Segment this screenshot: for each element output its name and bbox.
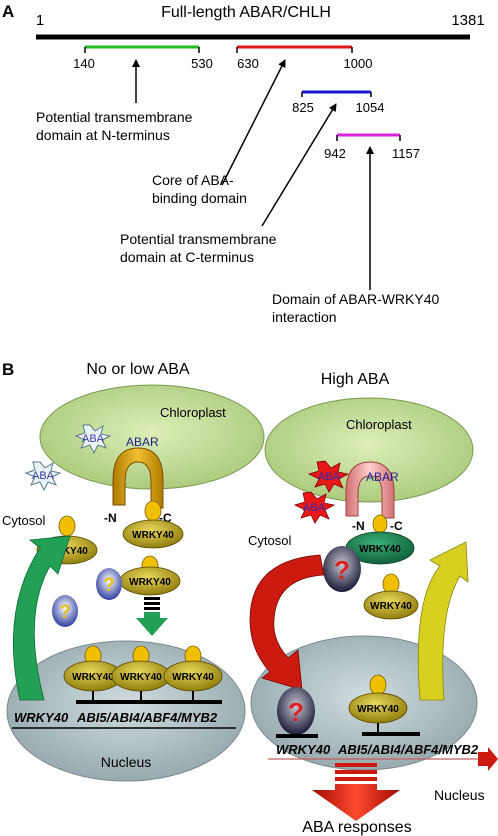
genes-abi-left: ABI5/ABI4/ABF4/MYB2: [76, 710, 218, 725]
domain-aba-core-to: 1000: [344, 56, 373, 71]
high-aba-title: High ABA: [321, 371, 390, 388]
protein-title: Full-length ABAR/CHLH: [161, 4, 331, 21]
export-arrow-left: [12, 535, 71, 701]
aba-label-right-2: ABA: [303, 502, 326, 514]
aba-label-right-1: ABA: [318, 471, 341, 483]
wrky40-cytosol-2: WRKY40: [122, 500, 184, 549]
svg-text:WRKY40: WRKY40: [370, 601, 412, 612]
unknown-factor-left-1: ?: [96, 568, 122, 600]
cytosol-right-label: Cytosol: [248, 533, 291, 548]
annotation-wrky-interaction: Domain of ABAR-WRKY40 interaction: [272, 291, 443, 325]
domain-wrky-interaction: 942 1157: [324, 133, 420, 161]
domain-tm-c: 825 1054: [292, 90, 385, 115]
svg-text:WRKY40: WRKY40: [46, 546, 88, 557]
abar-label-left: ABAR: [126, 435, 159, 449]
aba-star-left-2: [24, 461, 62, 492]
wrky40-cytosol-right: WRKY40: [363, 573, 419, 620]
arrow-tm-c: [261, 103, 337, 227]
wrky40-bound-abar: WRKY40: [345, 514, 415, 565]
abar-c-right: -C: [390, 519, 403, 533]
aba-star-right-2: [293, 491, 336, 524]
genes-abi-right: ABI5/ABI4/ABF4/MYB2: [337, 742, 479, 757]
domain-wrky-from: 942: [324, 146, 346, 161]
chloroplast-right-label: Chloroplast: [346, 417, 412, 432]
svg-text:WRKY40: WRKY40: [172, 672, 214, 683]
nucleus-right-label: Nucleus: [434, 787, 485, 803]
aba-label-left-1: ABA: [82, 433, 105, 445]
svg-text:WRKY40: WRKY40: [120, 672, 162, 683]
svg-text:WRKY40: WRKY40: [72, 672, 114, 683]
cytosol-left-label: Cytosol: [2, 513, 45, 528]
domain-tm-n-to: 530: [191, 56, 213, 71]
annotation-tm-n: Potential transmembrane domain at N-term…: [36, 109, 196, 143]
annotation-tm-c: Potential transmembrane domain at C-term…: [120, 231, 280, 265]
expression-arrow-right: [478, 747, 498, 771]
domain-tm-c-to: 1054: [356, 100, 385, 115]
gene-wrky40-left: WRKY40: [14, 710, 69, 725]
unknown-factor-right-2: ?: [276, 687, 318, 738]
unknown-factor-left-2: ?: [52, 595, 78, 627]
import-arrow-left: [136, 597, 168, 636]
domain-aba-core: 630 1000: [236, 45, 373, 71]
aba-star-right-1: [307, 460, 350, 493]
svg-text:WRKY40: WRKY40: [357, 704, 399, 715]
domain-wrky-to: 1157: [392, 146, 420, 161]
svg-text:WRKY40: WRKY40: [132, 530, 174, 541]
wrky40-nuclear-2: WRKY40: [111, 645, 171, 701]
svg-text:?: ?: [334, 555, 350, 585]
domain-aba-core-from: 630: [237, 56, 259, 71]
abar-label-right: ABAR: [366, 470, 399, 484]
domain-tm-n-from: 140: [73, 56, 95, 71]
wrky40-cytosol-3: WRKY40: [119, 555, 181, 596]
unknown-factor-right-1: ?: [323, 546, 361, 592]
aba-responses-label: ABA responses: [302, 819, 411, 836]
domain-tm-n: 140 530: [73, 45, 213, 71]
protein-start: 1: [36, 12, 44, 29]
gene-wrky40-right: WRKY40: [276, 742, 331, 757]
wrky40-nuclear-3: WRKY40: [163, 645, 223, 701]
annotation-aba-core: Core of ABA- binding domain: [152, 172, 247, 206]
abar-n-right: -N: [352, 519, 365, 533]
low-aba-scenario: No or low ABA Chloroplast ABA ABA ABAR -…: [2, 361, 265, 782]
aba-label-left-2: ABA: [32, 470, 55, 482]
svg-text:WRKY40: WRKY40: [129, 577, 171, 588]
svg-text:WRKY40: WRKY40: [359, 544, 401, 555]
export-arrow-right: [417, 541, 469, 701]
abar-n-left: -N: [104, 511, 117, 525]
chloroplast-left-label: Chloroplast: [160, 405, 226, 420]
chloroplast-right: [264, 397, 474, 503]
domain-tm-c-from: 825: [292, 100, 314, 115]
panel-a-label: A: [2, 2, 14, 21]
aba-responses-arrow: [312, 763, 400, 821]
high-aba-scenario: High ABA Chloroplast ABAR ABA ABA -N -C …: [248, 371, 498, 836]
svg-text:?: ?: [59, 602, 71, 623]
wrky40-nuclear-1: WRKY40: [63, 645, 123, 701]
aba-star-left-1: [74, 424, 112, 455]
protein-end: 1381: [451, 12, 484, 29]
panel-b-label: B: [2, 360, 14, 379]
arrow-aba-core: [221, 59, 286, 186]
svg-text:?: ?: [288, 697, 304, 727]
low-aba-title: No or low ABA: [86, 361, 189, 378]
wrky40-nuclear-right: WRKY40: [348, 674, 408, 733]
svg-text:?: ?: [103, 575, 115, 596]
nucleus-left-label: Nucleus: [101, 754, 152, 770]
